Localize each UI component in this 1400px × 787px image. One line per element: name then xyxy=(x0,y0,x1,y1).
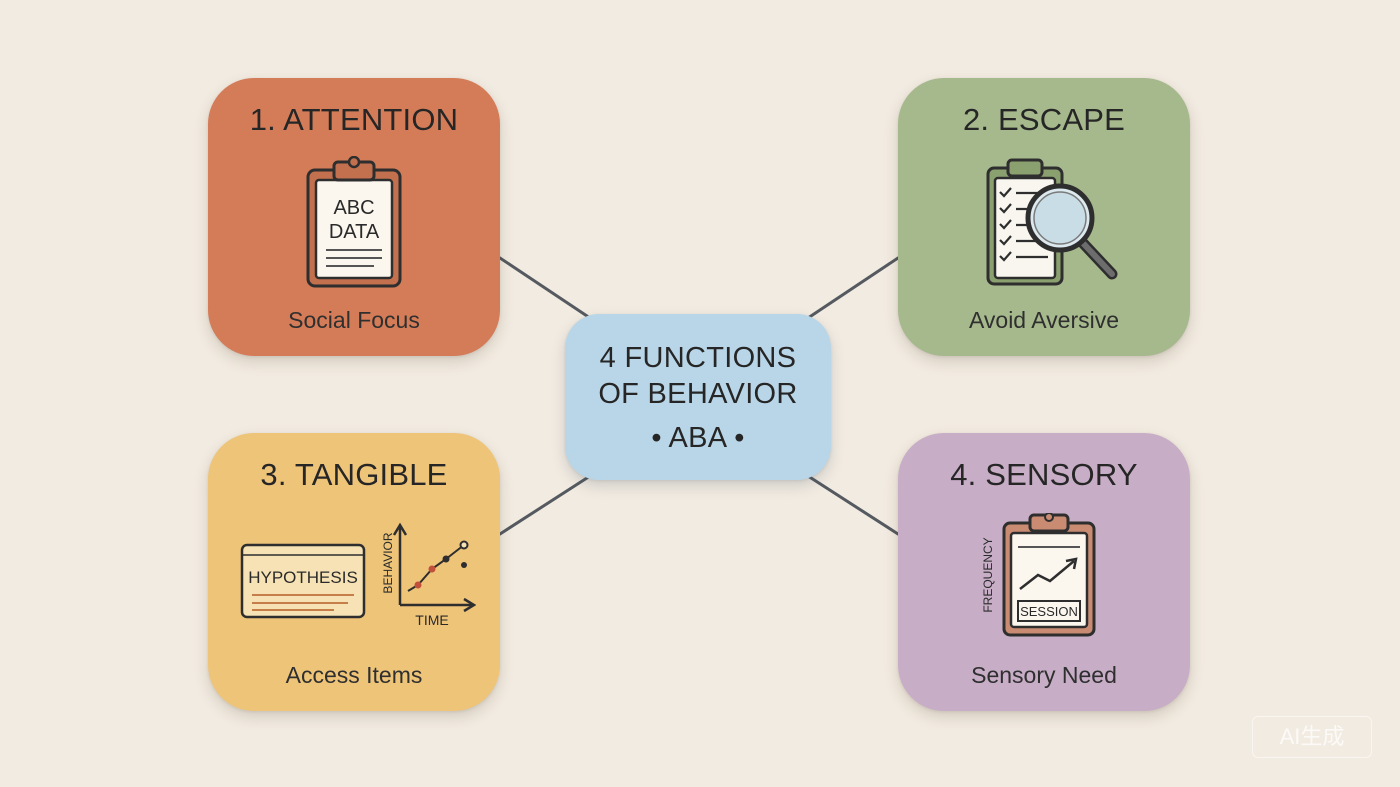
card-escape: 2. ESCAPE Avoid Aversive xyxy=(898,78,1190,356)
card-subtitle: Social Focus xyxy=(288,307,420,333)
clipboard-icon: ABC DATA xyxy=(306,156,402,288)
card-subtitle: Sensory Need xyxy=(971,662,1117,688)
hypothesis-text: HYPOTHESIS xyxy=(248,568,358,587)
graph-xlabel: SESSION xyxy=(1020,604,1078,619)
card-sensory: 4. SENSORY FREQUENCY SESSION Sensory Nee… xyxy=(898,433,1190,711)
card-title: 4. SENSORY xyxy=(950,457,1138,492)
connector-tangible xyxy=(498,474,592,536)
center-title-line-1: 4 FUNCTIONS xyxy=(599,342,797,374)
connector-escape xyxy=(806,256,900,320)
graph-ylabel: FREQUENCY xyxy=(981,537,995,612)
graph-ylabel: BEHAVIOR xyxy=(381,532,395,593)
card-tangible: 3. TANGIBLE HYPOTHESIS BEHAVIOR TIME Acc… xyxy=(208,433,500,711)
clipboard-text-data: DATA xyxy=(329,221,380,243)
graph-xlabel: TIME xyxy=(415,612,448,628)
card-title: 2. ESCAPE xyxy=(962,102,1126,137)
card-attention: 1. ATTENTION ABC DATA Social Focus xyxy=(208,78,500,356)
card-subtitle: Avoid Aversive xyxy=(968,307,1120,333)
card-subtitle: Access Items xyxy=(285,662,423,688)
card-title: 1. ATTENTION xyxy=(249,102,459,137)
card-title: 3. TANGIBLE xyxy=(260,457,448,492)
connector-sensory xyxy=(806,474,900,536)
clipboard-text-abc: ABC xyxy=(333,197,374,219)
connector-attention xyxy=(498,256,592,320)
checklist-magnifier-icon xyxy=(986,158,1118,286)
clipboard-chart-icon: FREQUENCY SESSION xyxy=(981,513,1096,637)
watermark: AI生成 xyxy=(1252,716,1372,758)
center-title-line-2: OF BEHAVIOR xyxy=(598,378,798,410)
center-subtitle: • ABA • xyxy=(651,422,745,454)
hypothesis-graph-icon: HYPOTHESIS BEHAVIOR TIME xyxy=(240,522,476,628)
center-node: 4 FUNCTIONS OF BEHAVIOR • ABA • xyxy=(565,314,831,480)
